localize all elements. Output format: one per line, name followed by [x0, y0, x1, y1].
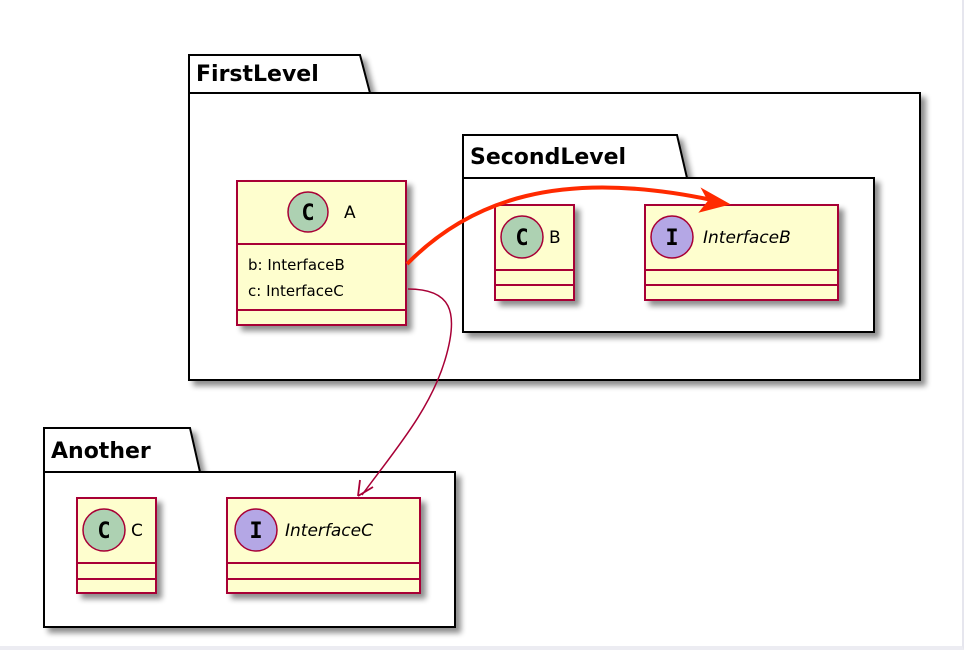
- relation-a-to-interfacec[interactable]: [357, 288, 453, 497]
- class-name: InterfaceC: [285, 521, 373, 541]
- arrowhead-icon: [357, 479, 374, 497]
- class-name: B: [549, 228, 561, 248]
- interface-stereotype-icon: [234, 508, 278, 552]
- class-name: InterfaceB: [703, 228, 791, 248]
- class-stereotype-letter: C: [515, 226, 528, 251]
- class-stereotype-icon: [82, 508, 126, 552]
- package-title: FirstLevel: [196, 62, 319, 87]
- class-stereotype-letter: C: [301, 201, 314, 226]
- package-title: SecondLevel: [470, 145, 626, 170]
- class-name: C: [131, 521, 143, 541]
- arrowhead-icon: [698, 187, 731, 213]
- relation-a-to-interfaceb[interactable]: [405, 185, 731, 266]
- class-c[interactable]: C C: [76, 497, 157, 594]
- class-b[interactable]: C B: [494, 204, 575, 301]
- class-stereotype-icon: [500, 215, 544, 259]
- class-name: A: [344, 203, 356, 223]
- class-stereotype-letter: C: [97, 519, 110, 544]
- interface-stereotype-letter: I: [249, 519, 262, 544]
- interface-stereotype-icon: [650, 215, 694, 259]
- class-a[interactable]: C A b: InterfaceB c: InterfaceC: [236, 180, 407, 326]
- class-attribute: b: InterfaceB: [248, 256, 345, 274]
- interface-interfaceb[interactable]: I InterfaceB: [644, 204, 839, 301]
- class-stereotype-icon: [287, 191, 329, 233]
- interface-interfacec[interactable]: I InterfaceC: [226, 497, 421, 594]
- interface-stereotype-letter: I: [665, 226, 678, 251]
- class-attribute: c: InterfaceC: [248, 282, 344, 300]
- package-title: Another: [51, 439, 151, 464]
